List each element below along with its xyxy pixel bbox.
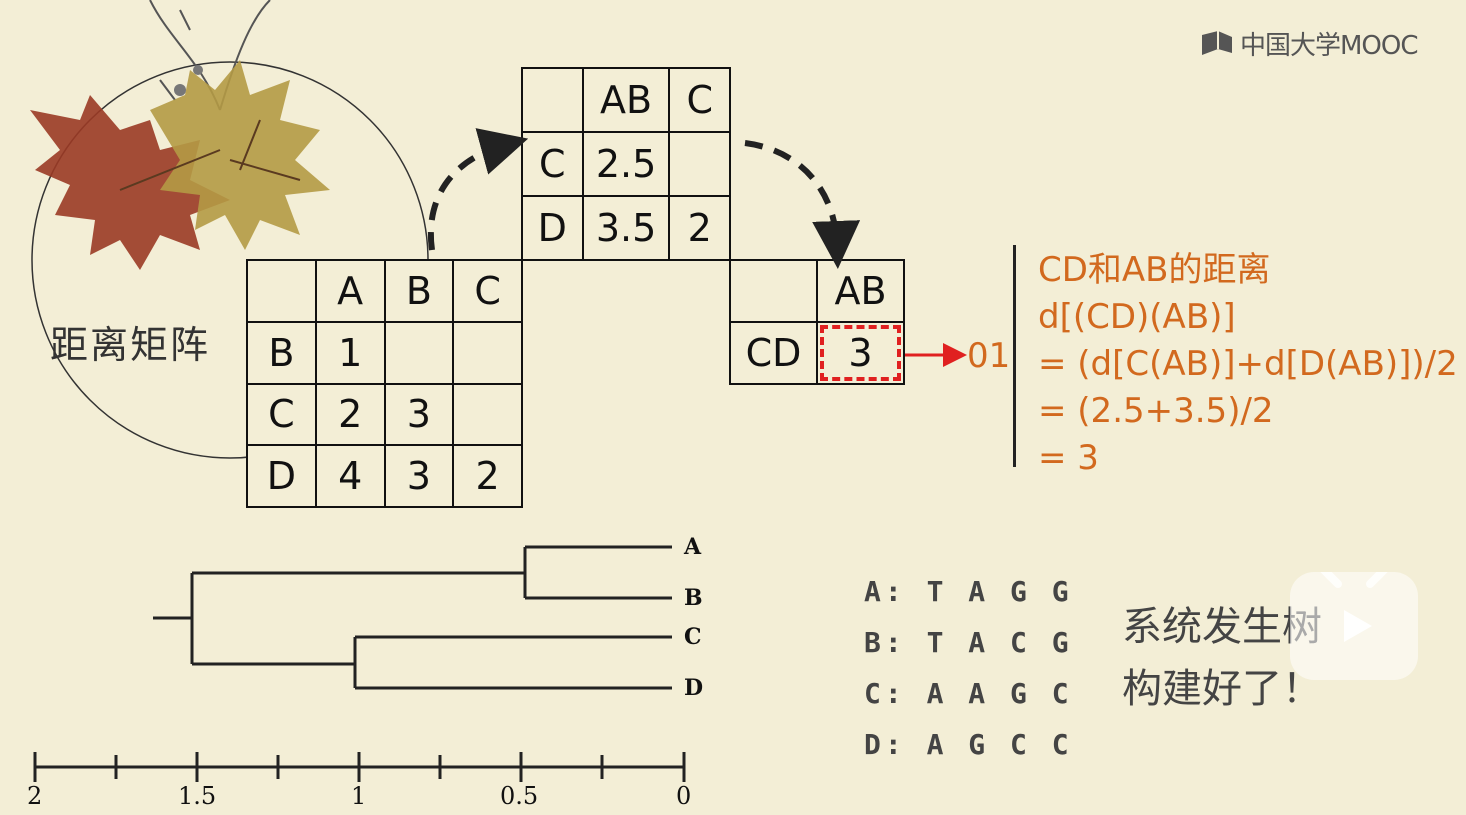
matrix-cell xyxy=(728,259,819,323)
formula-line: d[(CD)(AB)] xyxy=(1038,297,1236,337)
matrix-cell: B xyxy=(383,259,455,323)
leaf-vein-icon xyxy=(119,119,301,191)
sequence-list: A: T A G G B: T A C G C: A A G C D: A G … xyxy=(864,566,1073,770)
brand-logo: 中国大学MOOC xyxy=(1200,25,1419,61)
matrix-header-row: AB C xyxy=(521,67,731,133)
formula-block: CD和AB的距离 d[(CD)(AB)] = (d[C(AB)]+d[D(AB)… xyxy=(1038,247,1458,482)
tree-leaf-label: C xyxy=(684,624,702,650)
sequence-row: B: T A C G xyxy=(864,626,1073,659)
formula-divider xyxy=(1013,245,1016,467)
formula-line: = 3 xyxy=(1038,438,1099,478)
distance-matrix-1: A B C B 1 C 2 3 D 4 3 2 xyxy=(246,259,523,508)
matrix-cell: D xyxy=(521,195,584,261)
mooc-logo-icon xyxy=(1200,29,1234,57)
formula-line: CD和AB的距离 xyxy=(1038,250,1271,290)
matrix-cell: AB xyxy=(581,67,671,133)
matrix-row: C 2 3 xyxy=(246,382,523,447)
dashed-arrow-right xyxy=(744,140,861,269)
matrix-cell: C xyxy=(246,382,317,447)
arrow-label: 01 xyxy=(967,336,1011,376)
matrix-row: D 3.5 2 xyxy=(521,195,731,261)
formula-line: = (2.5+3.5)/2 xyxy=(1038,391,1274,431)
matrix-cell xyxy=(452,382,523,447)
tree-leaf-label: A xyxy=(684,534,702,560)
matrix-cell: 3 xyxy=(383,382,455,447)
scale-tick-label: 0 xyxy=(676,782,692,810)
formula-line: = (d[C(AB)]+d[D(AB)])/2 xyxy=(1038,344,1458,384)
matrix-cell: AB xyxy=(816,259,905,323)
matrix-cell xyxy=(668,131,731,197)
sequence-row: C: A A G C xyxy=(864,677,1073,710)
matrix-row: C 2.5 xyxy=(521,131,731,197)
matrix-cell: 4 xyxy=(314,444,386,508)
distance-matrix-2: AB C C 2.5 D 3.5 2 xyxy=(521,67,731,261)
berry-icon xyxy=(174,84,186,96)
scale-tick-label: 1.5 xyxy=(178,782,217,810)
dashed-arrow-left xyxy=(427,128,529,251)
matrix-cell: 3.5 xyxy=(581,195,671,261)
matrix-cell: A xyxy=(314,259,386,323)
matrix-cell: 2.5 xyxy=(581,131,671,197)
play-button[interactable] xyxy=(1290,562,1418,680)
scale-tick-label: 0.5 xyxy=(500,782,539,810)
matrix-cell: C xyxy=(521,131,584,197)
sequence-row: A: T A G G xyxy=(864,575,1073,608)
matrix-cell: C xyxy=(452,259,523,323)
matrix-cell: 3 xyxy=(383,444,455,508)
matrix-cell xyxy=(383,320,455,385)
scale-tick-label: 2 xyxy=(27,782,43,810)
matrix-cell: 2 xyxy=(452,444,523,508)
matrix-header-row: AB xyxy=(728,259,905,323)
branch-icon xyxy=(149,0,271,111)
page-title: 距离矩阵 xyxy=(50,323,211,367)
matrix-cell-highlighted: 3 xyxy=(816,321,905,385)
matrix-header-row: A B C xyxy=(246,259,523,323)
conclusion-line: 构建好了！ xyxy=(1122,666,1322,712)
matrix-row: D 4 3 2 xyxy=(246,444,523,508)
scale-tick-label: 1 xyxy=(351,782,367,810)
conclusion-line: 系统发生树 xyxy=(1122,604,1322,650)
play-icon xyxy=(1316,562,1392,642)
matrix-cell: 1 xyxy=(314,320,386,385)
matrix-cell: 2 xyxy=(668,195,731,261)
conclusion-text: 系统发生树 构建好了！ xyxy=(1122,596,1322,720)
scale-bar xyxy=(33,752,686,782)
matrix-row: B 1 xyxy=(246,320,523,385)
berry-icon xyxy=(193,65,203,75)
decoration xyxy=(30,0,429,459)
highlight-box xyxy=(820,325,901,381)
phylogenetic-tree xyxy=(153,545,672,690)
highlight-value: 3 xyxy=(848,331,873,375)
tree-leaf-label: B xyxy=(684,585,703,611)
distance-matrix-3: AB CD 3 xyxy=(728,259,905,385)
red-leaf-icon xyxy=(30,95,230,270)
matrix-cell xyxy=(521,67,584,133)
matrix-cell: B xyxy=(246,320,317,385)
matrix-row: CD 3 xyxy=(728,321,905,385)
matrix-cell: 2 xyxy=(314,382,386,447)
brand-logo-text: 中国大学MOOC xyxy=(1240,30,1419,61)
yellow-leaf-icon xyxy=(150,60,330,250)
matrix-cell xyxy=(246,259,317,323)
sequence-row: D: A G C C xyxy=(864,728,1073,761)
matrix-cell: CD xyxy=(728,321,819,385)
matrix-cell xyxy=(452,320,523,385)
tree-leaf-label: D xyxy=(684,675,704,701)
matrix-cell: D xyxy=(246,444,317,508)
matrix-cell: C xyxy=(668,67,731,133)
